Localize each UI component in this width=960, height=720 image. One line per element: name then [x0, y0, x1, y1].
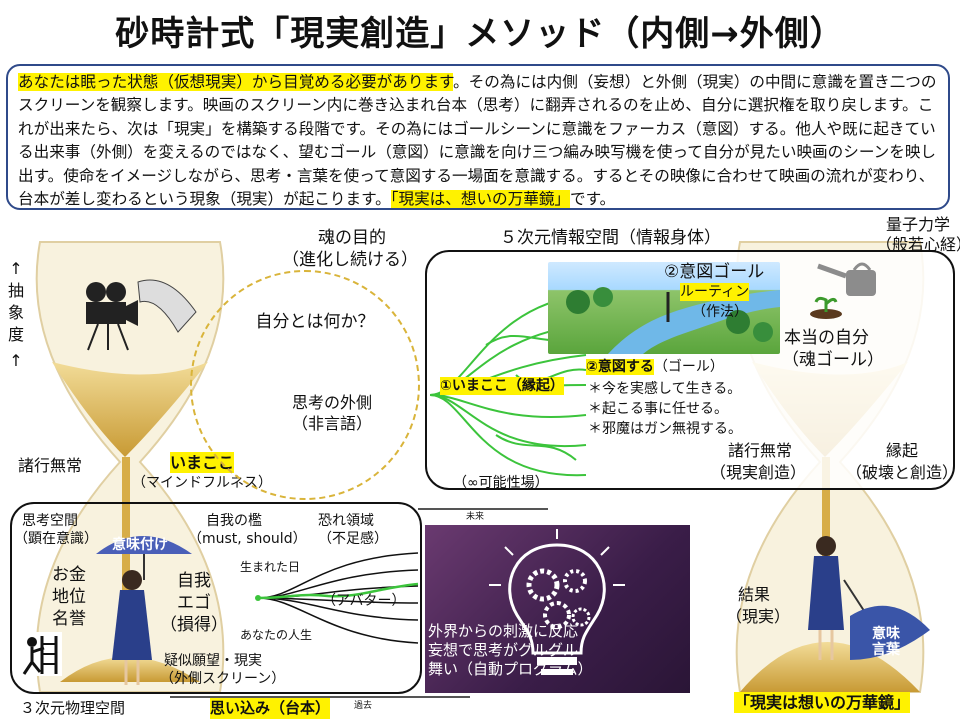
- lightbulb-panel: [425, 525, 690, 693]
- reality-creation-label: （現実創造）: [710, 463, 807, 482]
- imakoko-node-label: ①いまここ（縁起）: [440, 377, 564, 395]
- thought-space-label: 思考空間: [22, 513, 78, 529]
- ladder-climber-icon: [18, 632, 62, 676]
- three-d-physical-space-box: [10, 502, 422, 694]
- goal-landscape-picture: [548, 262, 780, 354]
- pseudo-desire-label: 疑似願望・現実: [164, 653, 262, 669]
- outside-thought-label: 思考の外側: [291, 393, 372, 412]
- routine-label: ルーティン: [680, 283, 750, 301]
- soul-purpose-label: 魂の目的: [318, 228, 386, 248]
- must-should-label: （must, should）: [188, 531, 307, 547]
- possibility-field-label: （∞可能性場）: [453, 475, 549, 491]
- film-camera-icon: [86, 279, 197, 351]
- past-label: 過去: [354, 701, 373, 711]
- outer-screen-label: （外側スクリーン）: [160, 671, 286, 687]
- life-branches-graphic: [255, 552, 419, 644]
- river-scene-graphic: [566, 287, 780, 354]
- intro-highlight-end: 「現実は、想いの万華鏡」: [390, 190, 571, 209]
- future-label: 未来: [466, 512, 485, 522]
- your-life-label: あなたの人生: [240, 628, 313, 642]
- money-status-label: お金 地位 名誉: [52, 565, 86, 629]
- meaning-words-label: 意味 言葉: [872, 626, 900, 658]
- intention-line: ②意図する（ゴール）: [586, 358, 724, 376]
- past-axis-line: [170, 696, 470, 698]
- lightbulb-gears-graphic: [489, 529, 625, 675]
- left-hourglass-illustration: [35, 241, 225, 693]
- cage-label: 自我の檻: [206, 513, 262, 529]
- bullet-1: ＊今を実感して生きる。: [588, 381, 742, 397]
- intro-highlight-start: あなたは眠った状態（仮想現実）から目覚める必要があります: [18, 73, 454, 91]
- evolve-label: （進化し続ける）: [282, 250, 418, 270]
- page-title: 砂時計式「現実創造」メソッド（内側→外側）: [115, 14, 845, 54]
- abstraction-arrow-bottom: ↑: [9, 351, 23, 370]
- intro-body: 。その為には内側（妄想）と外側（現実）の中間に意識を置き二つのスクリーンを観察し…: [18, 73, 937, 209]
- intention-label: ②意図する: [586, 359, 654, 375]
- reality-label: （現実）: [726, 607, 791, 626]
- bulb-caption: 外界からの刺激に反応 妄想で思考がグルグル 舞い（自動プログラム）: [428, 622, 593, 678]
- physical-space-label: ３次元物理空間: [20, 699, 126, 717]
- nonverbal-label: （非言語）: [291, 414, 372, 433]
- intro-paragraph: あなたは眠った状態（仮想現実）から目覚める必要があります。その為には内側（妄想）…: [6, 64, 950, 210]
- bullet-3: ＊邪魔はガン無視する。: [588, 421, 742, 437]
- fear-zone-label: 恐れ領域: [318, 513, 374, 529]
- soul-goal-label: （魂ゴール）: [782, 350, 884, 370]
- mindfulness-label: （マインドフルネス）: [132, 475, 272, 491]
- result-label: 結果: [738, 585, 771, 604]
- girl-with-umbrella-right: [808, 536, 930, 660]
- five-d-heading: ５次元情報空間（情報身体）: [500, 228, 721, 248]
- meaning-assign-label: 意味付け: [112, 537, 168, 553]
- sahou-label: （作法）: [692, 304, 748, 320]
- who-am-i-label: 自分とは何か？: [255, 312, 375, 332]
- self-circle: [190, 270, 420, 500]
- lack-label: （不足感）: [318, 531, 388, 547]
- hannya-label: （般若心経）: [876, 235, 960, 254]
- abstraction-label: 抽象度: [7, 281, 24, 344]
- girl-with-umbrella-left: [96, 536, 192, 685]
- bullet-2: ＊起こる事に任せる。: [588, 401, 728, 417]
- engi-label: 縁起: [886, 441, 919, 460]
- born-day-label: 生まれた日: [240, 560, 301, 574]
- watering-can-icon: [810, 262, 876, 319]
- quantum-label: 量子力学: [886, 215, 951, 234]
- script-label: 思い込み（台本）: [210, 698, 331, 719]
- destroy-create-label: （破壊と創造）: [846, 463, 959, 482]
- avatar-label: （アバター）: [322, 593, 406, 609]
- bottom-banner-right: 「現実は想いの万華鏡」: [734, 692, 911, 713]
- ego-label: 自我 エゴ （損得）: [160, 571, 228, 635]
- goal-label: ②意図ゴール: [664, 262, 765, 282]
- left-shogyo-mujo: 諸行無常: [18, 456, 83, 475]
- intro-tail: です。: [570, 190, 616, 209]
- right-shogyo-mujo: 諸行無常: [728, 441, 793, 460]
- true-self-label: 本当の自分: [784, 328, 869, 348]
- intention-suffix: （ゴール）: [653, 359, 724, 375]
- future-axis-line: [418, 508, 548, 510]
- manifest-consciousness-label: （顕在意識）: [14, 531, 98, 547]
- abstraction-arrow-top: ↑: [9, 259, 23, 278]
